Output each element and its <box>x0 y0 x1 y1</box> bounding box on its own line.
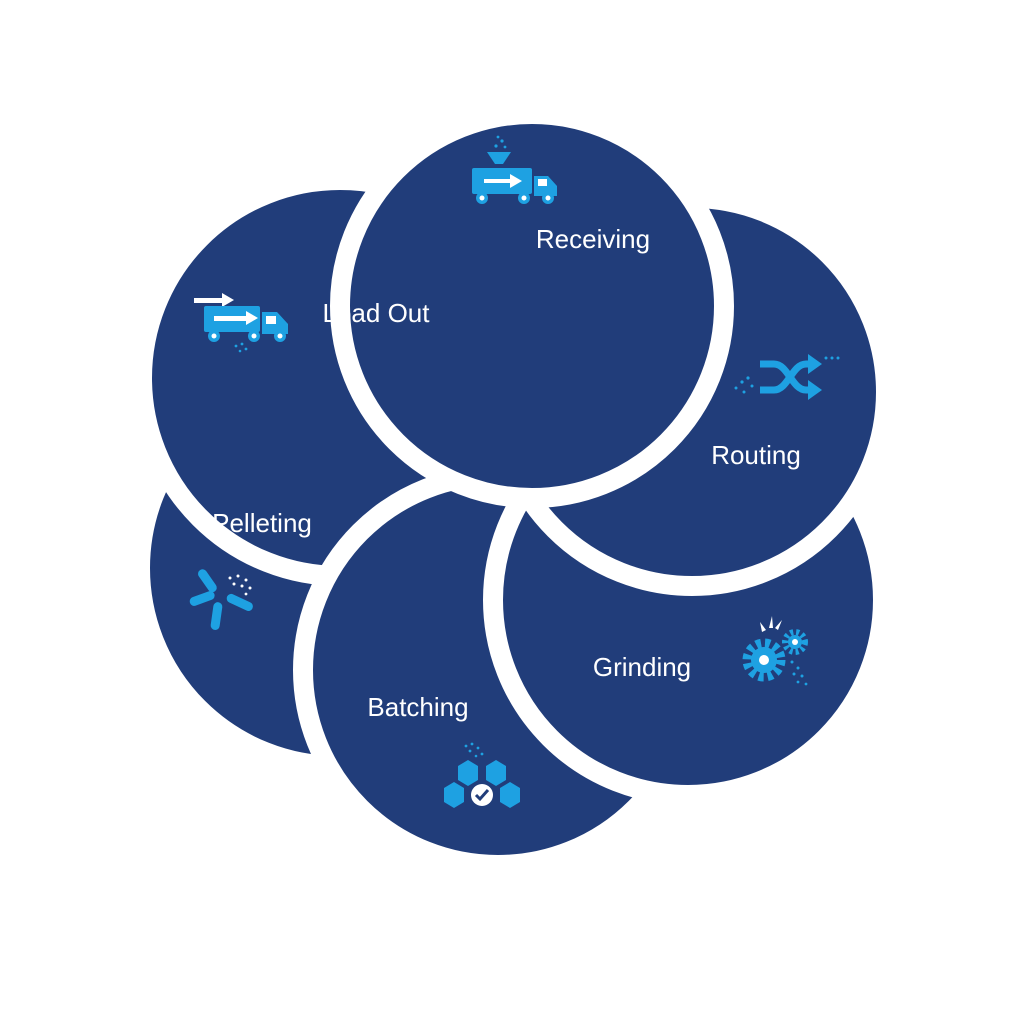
label-grinding: Grinding <box>593 652 691 682</box>
label-routing: Routing <box>711 440 801 470</box>
label-pelleting: Pelleting <box>212 508 312 538</box>
boxes-check-icon <box>444 742 520 808</box>
truck-arrows-icon <box>194 293 288 353</box>
label-receiving: Receiving <box>536 224 650 254</box>
truck-hopper-icon <box>472 135 557 204</box>
pellets-icon <box>189 569 253 630</box>
label-batching: Batching <box>367 692 468 722</box>
segment-receiving <box>330 104 734 508</box>
label-load-out: Load Out <box>323 298 431 328</box>
shuffle-arrows-icon <box>734 354 840 400</box>
gears-icon <box>742 616 808 686</box>
